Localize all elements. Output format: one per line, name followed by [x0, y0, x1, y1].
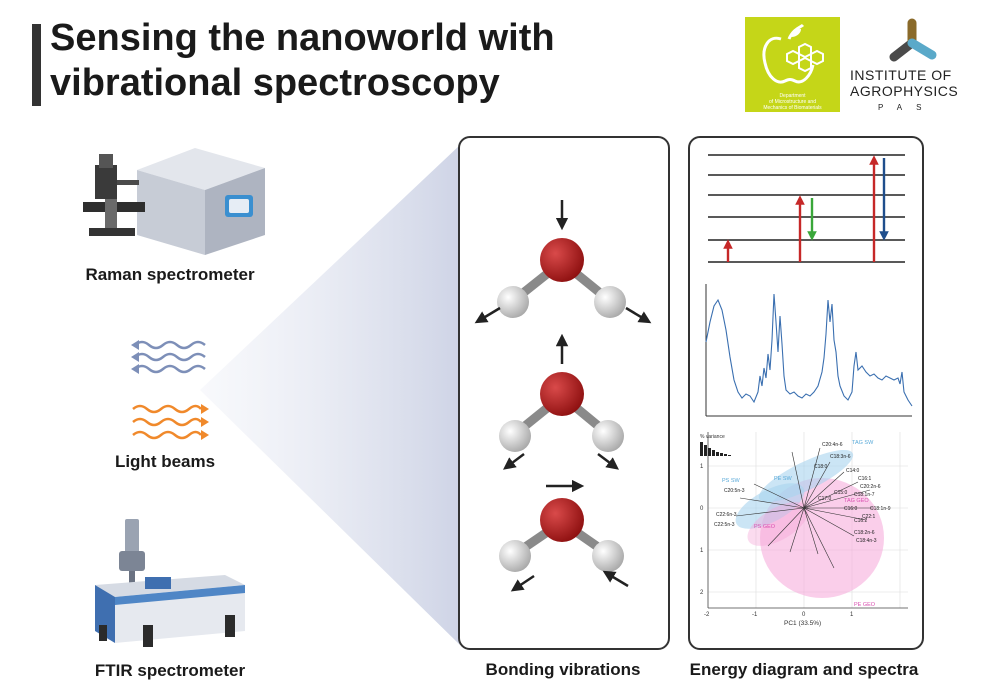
energy-levels — [708, 154, 905, 263]
institute-logo: INSTITUTE OF AGROPHYSICS PAS — [850, 17, 990, 117]
institute-text-1: INSTITUTE OF — [850, 67, 952, 83]
pca-loading-label: C20:2n-6 — [860, 484, 881, 490]
water-molecule-bending — [499, 333, 624, 470]
pca-loading-label: C22:1 — [862, 514, 876, 520]
department-text-2: of Microstructure and — [769, 99, 816, 105]
pca-y-tick: 1 — [700, 464, 704, 470]
institute-text-2: AGROPHYSICS — [850, 83, 959, 99]
pca-group-label: PE GEO — [854, 602, 876, 608]
pca-x-ticks: -2 -1 0 1 — [704, 612, 854, 618]
pca-loading-label: C18:4n-3 — [856, 538, 877, 544]
pca-x-axis-label: PC1 (33.5%) — [784, 620, 821, 627]
raman-label: Raman spectrometer — [85, 265, 255, 284]
pca-loading-label: C18:1n-9 — [870, 506, 891, 512]
water-molecule-asymmetric-stretch — [499, 479, 629, 592]
department-text-3: Mechanics of Biomaterials — [763, 105, 822, 111]
pca-y-tick: 1 — [700, 548, 704, 554]
pca-loading-label: C20:4n-6 — [822, 442, 843, 448]
institute-text-3: PAS — [878, 103, 936, 112]
pca-group-label: TAG SW — [852, 440, 874, 446]
department-logo-text: Department of Microstructure and Mechani… — [749, 93, 836, 111]
pca-loading-label: C22:6n-3 — [716, 512, 737, 518]
pca-loading-label: C16:0 — [844, 506, 858, 512]
tripod-logo-icon — [889, 18, 937, 62]
pca-loading-label: C22:5n-3 — [714, 522, 735, 528]
spectrum-plot — [705, 284, 913, 417]
pca-loading-vectors — [735, 447, 874, 569]
title-line-1: Sensing the nanoworld with — [50, 17, 555, 59]
pca-group-label: TAG GEO — [844, 498, 869, 504]
pca-loading-label: C20:5n-3 — [724, 488, 745, 494]
energy-level-diagram — [708, 154, 905, 263]
light-beams-icon — [131, 340, 209, 440]
pca-inset-bars — [700, 442, 731, 456]
pca-x-tick: -2 — [704, 612, 710, 618]
spectrum-line — [705, 293, 913, 407]
pca-group-label: PE SW — [774, 476, 793, 482]
pca-ellipse-ps-geo — [747, 502, 809, 546]
pca-x-tick: -1 — [752, 612, 758, 618]
light-beams-label: Light beams — [114, 452, 216, 471]
pca-loading-label: C17:0 — [818, 496, 832, 502]
pca-group-label: PS GEO — [754, 524, 776, 530]
pca-biplot: % variance TAG SW PS SW PE SW TAG GEO PS… — [700, 432, 908, 627]
pca-loading-label: C16:1 — [858, 476, 872, 482]
energy-spectra-label: Energy diagram and spectra — [689, 660, 919, 679]
pca-loading-label: C18:0 — [814, 464, 828, 470]
pca-x-tick: 1 — [850, 612, 854, 618]
page-title: Sensing the nanoworld with vibrational s… — [50, 16, 555, 106]
pca-y-ticks: 1 0 1 2 — [700, 464, 704, 596]
apple-hexagon-icon — [762, 23, 824, 84]
pca-y-tick: 0 — [700, 506, 704, 512]
pca-group-labels: TAG SW PS SW PE SW TAG GEO PS GEO PE GEO — [722, 440, 876, 608]
pca-loading-label: C18:3n-6 — [830, 454, 851, 460]
water-molecule-symmetric-stretch — [474, 200, 652, 324]
pca-group-label: PS SW — [722, 478, 741, 484]
pca-x-tick: 0 — [802, 612, 806, 618]
pca-loading-labels: C20:4n-6 C18:3n-6 C18:0 C14:0 C16:1 C20:… — [714, 442, 891, 544]
ftir-spectrometer-icon — [95, 519, 245, 647]
department-text-1: Department — [779, 93, 806, 99]
pca-inset-label: % variance — [700, 434, 725, 440]
raman-spectrometer-icon — [83, 148, 265, 255]
pca-loading-label: C18:2n-6 — [854, 530, 875, 536]
molecules-diagram — [474, 200, 652, 592]
pca-y-tick: 2 — [700, 590, 704, 596]
department-logo: Department of Microstructure and Mechani… — [745, 17, 840, 112]
title-accent-bar — [32, 24, 41, 106]
ftir-label: FTIR spectrometer — [94, 661, 246, 680]
pca-loading-label: C18:1n-7 — [854, 492, 875, 498]
pca-loading-label: C14:0 — [846, 468, 860, 474]
title-line-2: vibrational spectroscopy — [50, 62, 500, 104]
pca-loading-label: C16:2 — [854, 518, 868, 524]
pca-loading-label: C15:0 — [834, 490, 848, 496]
bonding-vibrations-label: Bonding vibrations — [485, 660, 641, 679]
